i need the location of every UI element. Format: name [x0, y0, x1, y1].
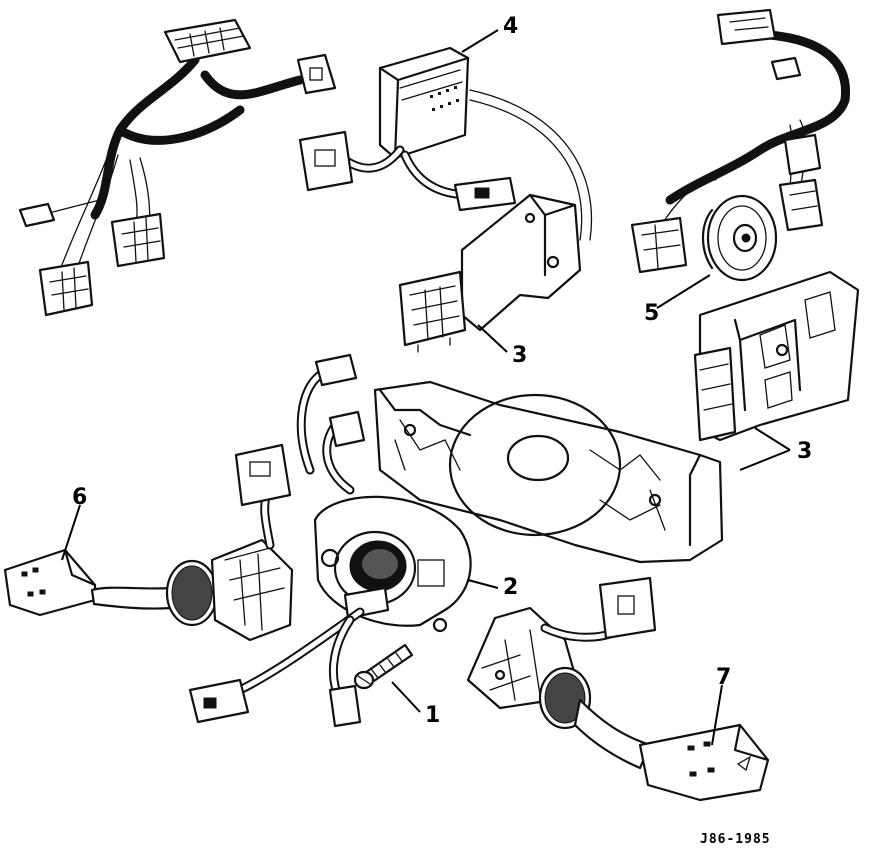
- steering-column-housing: [296, 353, 724, 564]
- callout-3-upper: 3: [512, 343, 527, 368]
- left-wiring-harness: [18, 18, 337, 317]
- right-stalk-switch-part-7: [466, 576, 770, 802]
- clock-spring-part-2: [313, 495, 472, 633]
- harness-small-connector-right: [296, 53, 337, 95]
- clock-spring-wiring: [188, 607, 365, 728]
- callout-3-right: 3: [797, 439, 812, 464]
- mounting-bracket-part-3-upper: [398, 193, 582, 353]
- clock-spring-connector-bottom: [328, 684, 362, 728]
- callout-6: 6: [72, 485, 87, 510]
- housing-connector-top: [314, 353, 358, 387]
- harness-small-connector-left: [18, 202, 56, 228]
- mounting-bracket-part-3-right: [693, 270, 860, 442]
- clock-spring-connector-left: [188, 678, 250, 724]
- harness-connector-lower-left: [38, 260, 94, 317]
- right-harness-mid-connector: [783, 133, 822, 176]
- callout-2: 2: [503, 575, 518, 600]
- right-harness-low-connector: [778, 178, 824, 232]
- control-module-part-4: [298, 46, 593, 241]
- callout-5: 5: [644, 301, 659, 326]
- callout-4: 4: [503, 14, 518, 39]
- module-connector-right: [453, 176, 517, 212]
- horn-part-5: [702, 194, 778, 282]
- callout-7: 7: [716, 665, 731, 690]
- figure-reference-code: J86-1985: [700, 832, 771, 847]
- callout-leaders: [61, 29, 791, 746]
- left-stalk-switch-part-6: [3, 443, 294, 642]
- right-harness-left-connector: [630, 216, 688, 274]
- harness-connector-lower-right: [110, 212, 166, 268]
- right-harness-small-connector: [770, 56, 802, 81]
- callout-labels: 4 3 3 5 6 2 1 7: [72, 14, 812, 728]
- right-harness-top-connector: [716, 8, 777, 46]
- screw-part-1: [353, 643, 414, 690]
- housing-connector-left: [328, 410, 366, 448]
- right-stalk-connector: [598, 576, 657, 640]
- left-stalk-connector: [234, 443, 292, 507]
- right-wiring-harness: [630, 8, 851, 282]
- harness-main-connector: [163, 18, 252, 64]
- callout-1: 1: [425, 703, 440, 728]
- module-connector-left: [298, 130, 354, 192]
